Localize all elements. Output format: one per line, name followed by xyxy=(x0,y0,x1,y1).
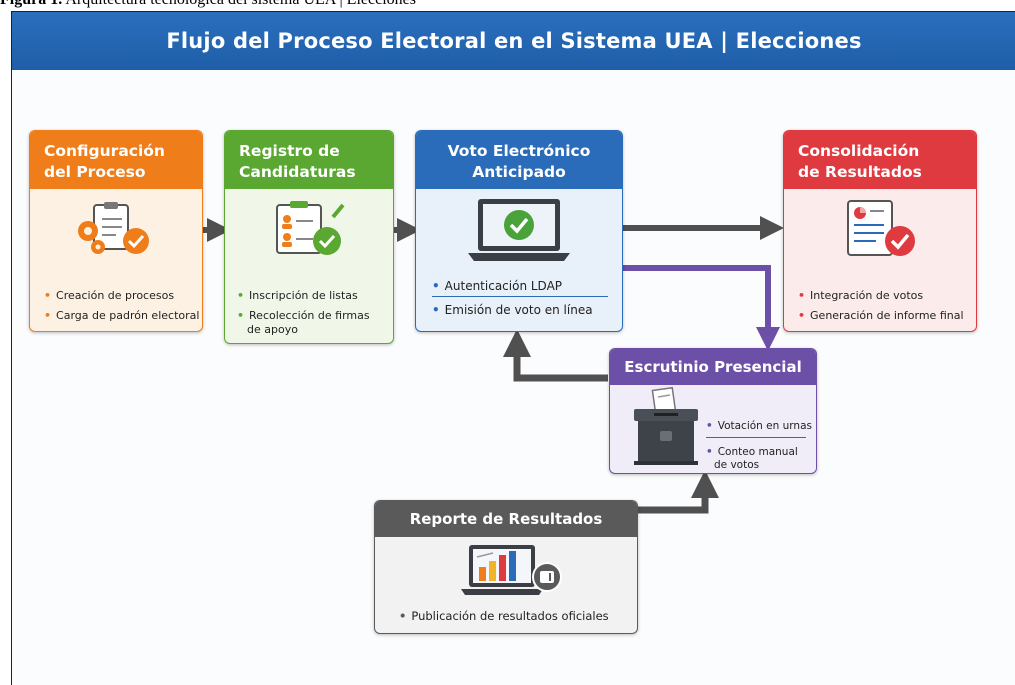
card-escrutinio-title: Escrutinio Presencial xyxy=(624,358,802,376)
config-bullet-2: •Carga de padrón electoral xyxy=(44,309,200,322)
laptop-check-icon xyxy=(468,199,570,261)
registro-bullet-1: •Inscripción de listas xyxy=(237,289,358,302)
card-registro-header: Registro de Candidaturas xyxy=(225,131,393,189)
card-reporte: Reporte de Resultados •Publicación de re… xyxy=(374,500,638,634)
caption-text: Arquitectura tecnológica del sistema UEA… xyxy=(65,0,416,8)
card-configuracion-title-1: Configuración xyxy=(44,142,165,160)
escrutinio-bullet-2-cont: de votos xyxy=(714,459,760,471)
card-registro-title-2: Candidaturas xyxy=(239,163,356,181)
escrutinio-bullet-1: •Votación en urnas xyxy=(706,420,812,432)
consolidacion-bullet-2: •Generación de informe final xyxy=(798,309,964,322)
card-reporte-header: Reporte de Resultados xyxy=(375,501,637,537)
card-reporte-title: Reporte de Resultados xyxy=(409,510,603,528)
voto-separator xyxy=(432,296,608,297)
card-registro: Registro de Candidaturas •Inscripción de… xyxy=(224,130,394,344)
card-registro-title-1: Registro de xyxy=(239,142,340,160)
card-consolidacion-header: Consolidación de Resultados xyxy=(784,131,976,189)
card-configuracion-title-2: del Proceso xyxy=(44,163,146,181)
card-voto-header: Voto Electrónico Anticipado xyxy=(416,131,622,189)
caption-label: Figura 1. xyxy=(0,0,62,8)
candidates-clipboard-check-icon xyxy=(276,201,345,255)
arrow-escrutinio-to-voto xyxy=(503,329,608,382)
flow-arrows xyxy=(202,216,784,514)
arrow-reporte-to-escrutinio xyxy=(637,470,719,514)
figure-caption: Figura 1. Arquitectura tecnológica del s… xyxy=(0,0,416,9)
diagram-frame: Flujo del Proceso Electoral en el Sistem… xyxy=(11,11,1015,685)
voto-bullet-1: •Autenticación LDAP xyxy=(432,279,563,293)
arrow-voto-to-escrutinio xyxy=(623,265,780,351)
consolidacion-bullet-1: •Integración de votos xyxy=(798,289,924,302)
card-escrutinio: Escrutinio Presencial •Votación en urnas… xyxy=(609,348,817,474)
laptop-bar-chart-icon xyxy=(461,545,562,595)
card-configuracion: Configuración del Proceso •Creación de p… xyxy=(29,130,203,332)
card-voto: Voto Electrónico Anticipado •Autenticaci… xyxy=(415,130,623,332)
escrutinio-separator xyxy=(706,437,806,438)
card-escrutinio-header: Escrutinio Presencial xyxy=(610,349,816,385)
card-consolidacion-title-2: de Resultados xyxy=(798,163,922,181)
card-consolidacion-title-1: Consolidación xyxy=(798,142,920,160)
voto-bullet-2: •Emisión de voto en línea xyxy=(432,303,593,317)
registro-bullet-2: •Recolección de firmas xyxy=(237,309,370,322)
card-voto-title-1: Voto Electrónico xyxy=(447,142,591,160)
registro-bullet-2-cont: de apoyo xyxy=(247,323,298,336)
config-bullet-1: •Creación de procesos xyxy=(44,289,175,302)
diagram-title: Flujo del Proceso Electoral en el Sistem… xyxy=(12,12,1015,70)
card-consolidacion: Consolidación de Resultados •Integración… xyxy=(783,130,977,332)
escrutinio-bullet-2: •Conteo manual xyxy=(706,446,798,458)
ballot-box-icon xyxy=(634,386,698,465)
gears-clipboard-check-icon xyxy=(78,202,149,254)
reporte-bullet-1: •Publicación de resultados oficiales xyxy=(399,609,609,623)
card-configuracion-header: Configuración del Proceso xyxy=(30,131,202,189)
report-check-icon xyxy=(847,200,915,256)
card-voto-title-2: Anticipado xyxy=(472,163,566,181)
